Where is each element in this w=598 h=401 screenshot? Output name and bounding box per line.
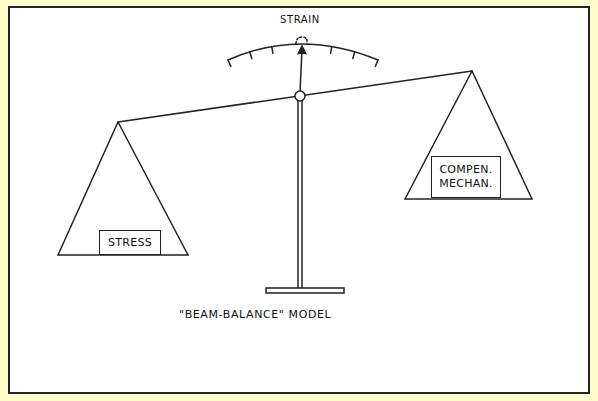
gauge-tick [331, 47, 332, 54]
stress-box: STRESS [99, 230, 161, 255]
gauge-tick [228, 60, 231, 66]
compensation-box: COMPEN. MECHAN. [431, 156, 501, 198]
box-label: COMPEN. MECHAN. [436, 163, 496, 191]
gauge-tick [272, 47, 273, 54]
gauge-tick [250, 52, 252, 59]
frame-panel [8, 6, 590, 394]
gauge-tick [353, 52, 355, 59]
figure-caption: "BEAM-BALANCE" MODEL [179, 308, 331, 321]
gauge-tick [375, 60, 378, 66]
box-label: STRESS [108, 236, 152, 250]
gauge-label: STRAIN [280, 14, 320, 25]
